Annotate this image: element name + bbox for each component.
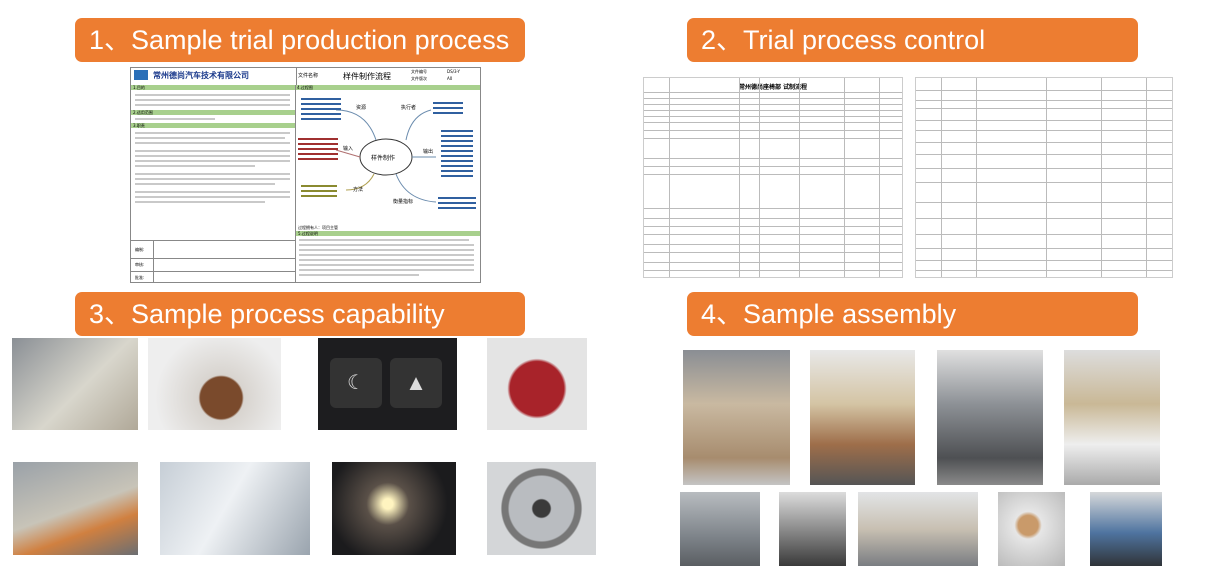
branch-input: 输入 (343, 146, 354, 152)
approved-label: 批准: (135, 275, 145, 280)
trim-detail-photo (998, 492, 1065, 566)
flow-heading: 4.过程图 (297, 85, 313, 90)
alloy-wheel-photo (487, 462, 596, 555)
switch-panel-photo: ☾ ▲ (318, 338, 457, 430)
branch-output: 输出 (423, 149, 434, 155)
duty-heading: 3.职责 (133, 123, 145, 128)
version: A0 (447, 76, 453, 81)
seat-prototype-photo (1064, 350, 1160, 485)
mind-map-center: 样件制作 (371, 155, 396, 162)
seat-row-photo (683, 350, 790, 485)
branch-method: 方法 (353, 187, 364, 193)
section-header-1: 1、Sample trial production process (75, 18, 525, 62)
mind-map (298, 98, 476, 209)
reviewed-label: 审核: (135, 262, 145, 267)
section-header-3: 3、Sample process capability (75, 292, 525, 336)
trial-flow-sheet-2 (915, 77, 1173, 278)
file-no: DS/3-Y (447, 69, 460, 74)
purpose-heading: 1.目的 (133, 85, 145, 90)
wiring-bench-photo (680, 492, 760, 566)
company-logo-icon (134, 70, 148, 80)
version-label: 文件版次 (411, 76, 427, 81)
process-heading: 5.过程说明 (298, 231, 318, 236)
process-document: 常州德尚汽车技术有限公司 文件名称 样件制作流程 文件编号 文件版次 DS/3-… (130, 67, 481, 283)
moon-icon: ☾ (330, 358, 382, 408)
section-header-4: 4、Sample assembly (687, 292, 1138, 336)
upholstery-photo (858, 492, 978, 566)
leather-part-photo (148, 338, 281, 430)
file-no-label: 文件编号 (411, 69, 427, 74)
scope-heading: 2.适用范围 (133, 110, 153, 115)
branch-resources: 资源 (356, 105, 367, 111)
seat-frame-photo (937, 350, 1043, 485)
document-title: 样件制作流程 (343, 72, 391, 81)
company-name: 常州德尚汽车技术有限公司 (153, 71, 249, 80)
worker-assembly-photo (779, 492, 846, 566)
red-seat-photo (487, 338, 587, 430)
trial-flow-sheet-1: 常州德尚座椅部 试制流程 (643, 77, 903, 278)
seat-assembly-photo (810, 350, 915, 485)
prepared-label: 编制: (135, 247, 145, 252)
sheet-metal-bending-photo (160, 462, 310, 555)
branch-metrics: 衡量指标 (393, 199, 414, 205)
file-name-label: 文件名称 (298, 73, 319, 79)
process-owner: 过程拥有人：项目主管 (298, 225, 338, 230)
worker-inspection-photo (1090, 492, 1162, 566)
cnc-machining-photo (12, 338, 138, 430)
laser-cutting-photo (13, 462, 138, 555)
welding-photo (332, 462, 456, 555)
trial-flow-title: 常州德尚座椅部 试制流程 (738, 84, 808, 91)
branch-executor: 执行者 (401, 105, 417, 111)
warning-cone-icon: ▲ (390, 358, 442, 408)
section-header-2: 2、Trial process control (687, 18, 1138, 62)
